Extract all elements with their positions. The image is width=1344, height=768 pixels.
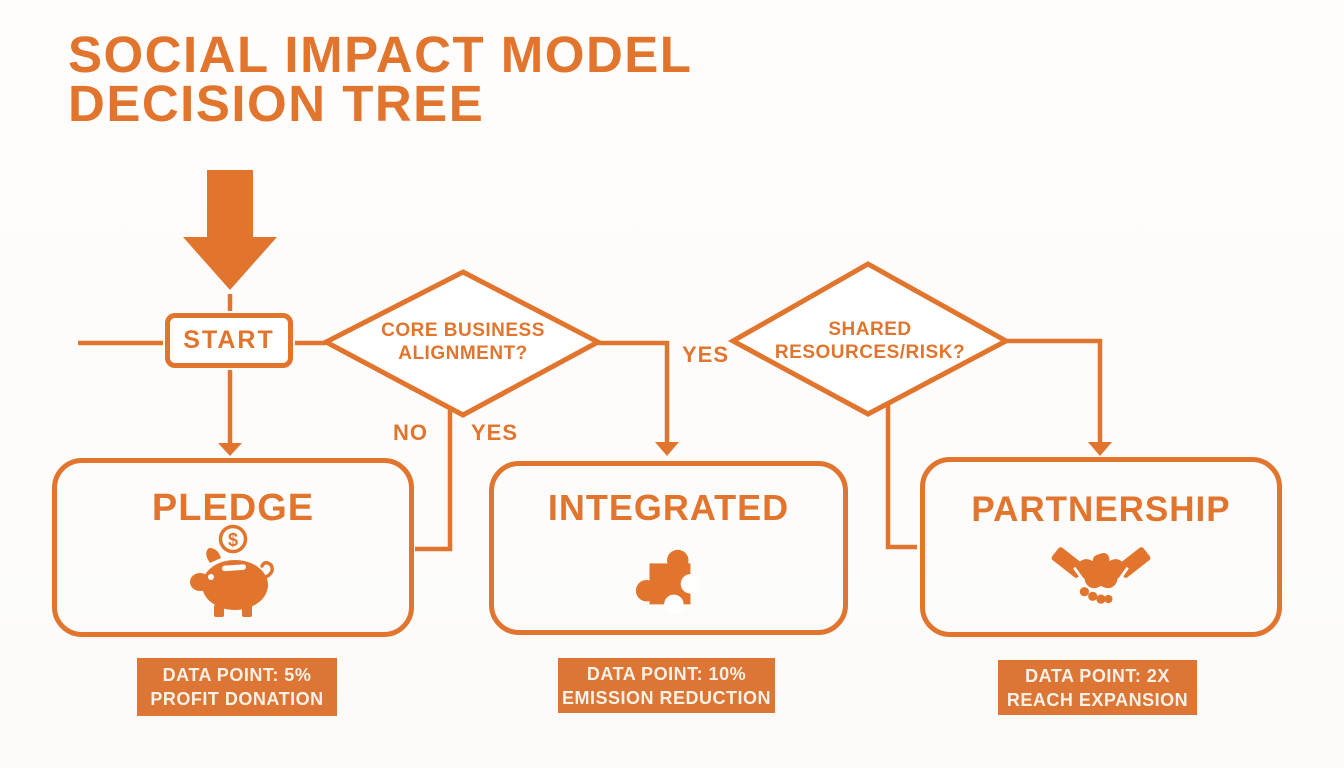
- data-point-pledge-line1: DATA POINT: 5%: [162, 665, 312, 685]
- arrowhead-into-pledge: [218, 443, 242, 456]
- page-title-line2: DECISION TREE: [68, 75, 485, 132]
- data-point-partnership-line1: DATA POINT: 2X: [1025, 665, 1170, 686]
- connector-decision1-yes-to-integrated: [598, 340, 670, 443]
- branch-label-yes-right: YES: [682, 342, 730, 367]
- outcome-title-partnership: PARTNERSHIP: [971, 490, 1231, 529]
- outcome-title-integrated: INTEGRATED: [547, 487, 790, 528]
- decision2-diamond-shape: [727, 261, 1012, 417]
- handshake-icon: [1051, 547, 1151, 604]
- branch-label-yes-inner: YES: [471, 420, 519, 445]
- data-point-label-partnership: DATA POINT: 2X REACH EXPANSION: [998, 660, 1197, 715]
- decision1-label-line2: ALIGNMENT?: [398, 343, 528, 364]
- piggy-bank-icon: $: [190, 524, 274, 617]
- start-node: START: [165, 313, 293, 368]
- connector-decision2-to-partnership-top: [1006, 338, 1103, 443]
- decision2-label-line1: SHARED: [828, 319, 912, 340]
- data-point-integrated-line2: EMISSION REDUCTION: [561, 687, 771, 708]
- data-point-label-integrated: DATA POINT: 10% EMISSION REDUCTION: [558, 658, 775, 713]
- outcome-box-integrated: INTEGRATED: [489, 461, 848, 635]
- arrowhead-into-partnership: [1088, 442, 1112, 456]
- data-point-label-pledge: DATA POINT: 5% PROFIT DONATION: [137, 658, 337, 716]
- decision1-label-line1: CORE BUSINESS: [381, 320, 545, 341]
- data-point-partnership-line2: REACH EXPANSION: [1006, 689, 1189, 710]
- start-node-label: START: [183, 326, 275, 354]
- branch-label-no: NO: [393, 420, 428, 445]
- decision1-diamond-shape: [320, 269, 604, 418]
- data-point-integrated-line1: DATA POINT: 10%: [586, 663, 747, 684]
- decision2-label: SHARED RESOURCES/RISK?: [750, 318, 990, 364]
- coin-dollar-symbol: $: [228, 530, 238, 550]
- decision1-label: CORE BUSINESS ALIGNMENT?: [343, 319, 583, 365]
- puzzle-piece-icon: [635, 549, 700, 615]
- page-title-line1: SOCIAL IMPACT MODEL: [68, 26, 693, 83]
- outcome-title-pledge: PLEDGE: [151, 487, 315, 529]
- outcome-box-pledge: PLEDGE $: [52, 458, 414, 637]
- arrowhead-into-integrated: [655, 442, 679, 456]
- decision2-label-line2: RESOURCES/RISK?: [774, 342, 966, 363]
- entry-down-arrow-icon: [183, 170, 277, 290]
- connector-decision2-to-partnership-side: [885, 404, 917, 550]
- outcome-box-partnership: PARTNERSHIP: [920, 457, 1282, 637]
- page-title: SOCIAL IMPACT MODEL DECISION TREE: [68, 26, 693, 132]
- data-point-pledge-line2: PROFIT DONATION: [150, 689, 324, 709]
- connector-decision1-no-to-pledge: [415, 410, 453, 552]
